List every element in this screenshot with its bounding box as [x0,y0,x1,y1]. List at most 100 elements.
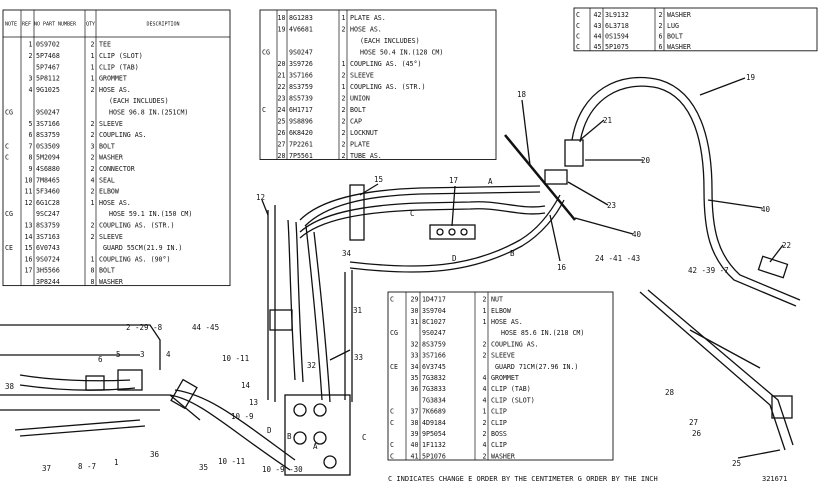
row-part-number: 4S6880 [36,165,60,173]
row-description: SEAL [99,176,115,184]
row-ref: 41 [411,452,419,460]
callout: A [488,177,493,186]
row-description: SLEEVE [491,352,515,360]
callout: 19 [746,73,755,82]
table-header: DESCRIPTION [146,22,179,28]
row-ref: 26 [278,129,286,137]
row-ref: 29 [411,296,419,304]
row-part-number: 3S7166 [289,71,313,79]
callout: 14 [241,381,251,390]
row-part-number: 7M8465 [36,176,60,184]
row-part-number: 5P7467 [36,63,60,71]
row-description: GROMMET [99,75,127,83]
row-description: LUG [667,22,679,30]
row-note: C [390,408,394,416]
row-ref: 20 [278,60,286,68]
callout: 12 [256,193,265,202]
row-qty: 1 [483,307,487,315]
callout: B [510,249,515,258]
row-ref: 27 [278,140,286,148]
row-description: BOLT [99,267,115,275]
row-qty: 2 [483,452,487,460]
row-note: C [576,11,580,19]
leader-15 [359,183,379,196]
row-ref: 4 [29,86,33,94]
row-part-number: 5F3460 [36,188,60,196]
hose-vertical-4 [295,221,304,383]
row-ref: 43 [594,22,602,30]
row-description: UNION [350,94,370,102]
row-ref: 16 [25,255,33,263]
row-ref: 23 [278,94,286,102]
row-qty: 2 [91,233,95,241]
row-part-number: 9G1025 [36,86,60,94]
row-description: BOSS [491,430,507,438]
row-part-number: 6G1C28 [36,199,60,207]
table-frame [573,7,818,52]
row-qty: 8 [91,278,95,286]
callout: 36 [150,450,160,459]
row-part-number: 6L3718 [605,22,629,30]
callout: 22 [782,241,791,250]
row-description: HOSE 50.4 IN.(128 CM) [360,48,443,56]
row-qty: 4 [91,176,95,184]
row-ref: 7 [29,142,33,150]
callout: 37 [42,464,51,473]
row-part-number: 8C1027 [422,318,446,326]
frame-member-mid [0,394,201,421]
row-description: CLIP (TAB) [491,385,531,393]
callout: 10 -11 [218,457,245,466]
clamp-15 [349,184,365,241]
row-qty: 1 [483,318,487,326]
row-part-number: 5P7468 [36,52,60,60]
row-note: CG [390,329,398,337]
row-ref: 35 [411,374,419,382]
row-qty: 2 [91,86,95,94]
plate-18 [504,134,576,221]
row-note: C [5,154,9,162]
row-note: CE [390,363,398,371]
leader-40 [574,217,634,235]
callout: 26 [692,429,702,438]
row-qty: 2 [342,94,346,102]
row-qty: 6 [659,33,663,41]
row-note: C [576,43,580,51]
callout: 25 [732,459,741,468]
hose-vertical-5 [305,225,323,401]
row-ref: 34 [411,363,419,371]
row-part-number: 0S1594 [605,33,629,41]
leader-21 [579,119,605,141]
row-part-number: 0S9702 [36,41,60,49]
row-part-number: 9P5054 [422,430,446,438]
callout: 32 [307,361,316,370]
row-description: COUPLING AS. (45°) [350,60,421,68]
row-qty: 1 [342,83,346,91]
callout: 10 -9 [231,412,254,421]
row-description: COUPLING AS. [491,340,539,348]
row-ref: 25 [278,117,286,125]
row-note: CG [5,210,13,218]
hose-19-inner [579,85,797,307]
row-qty: 2 [91,41,95,49]
leader-19 [699,77,746,96]
row-qty: 2 [342,129,346,137]
leader-28 [689,329,761,369]
row-description: HOSE 85.6 IN.(218 CM) [501,329,584,337]
row-description: ELBOW [491,307,511,315]
row-part-number: 9S0724 [36,255,60,263]
valve-port-1 [293,403,307,417]
callout: D [267,426,272,435]
hose-vertical-3 [287,219,296,381]
valve-port-4 [313,431,327,445]
callout: 10 -9 -30 [262,465,303,474]
row-description: CLIP (TAB) [99,63,139,71]
row-ref: 22 [278,83,286,91]
callout: 23 [607,201,616,210]
hose-19-outer [571,76,801,301]
hose-d [349,194,561,267]
row-part-number: 3L9132 [605,11,629,19]
row-qty: 2 [342,152,346,160]
